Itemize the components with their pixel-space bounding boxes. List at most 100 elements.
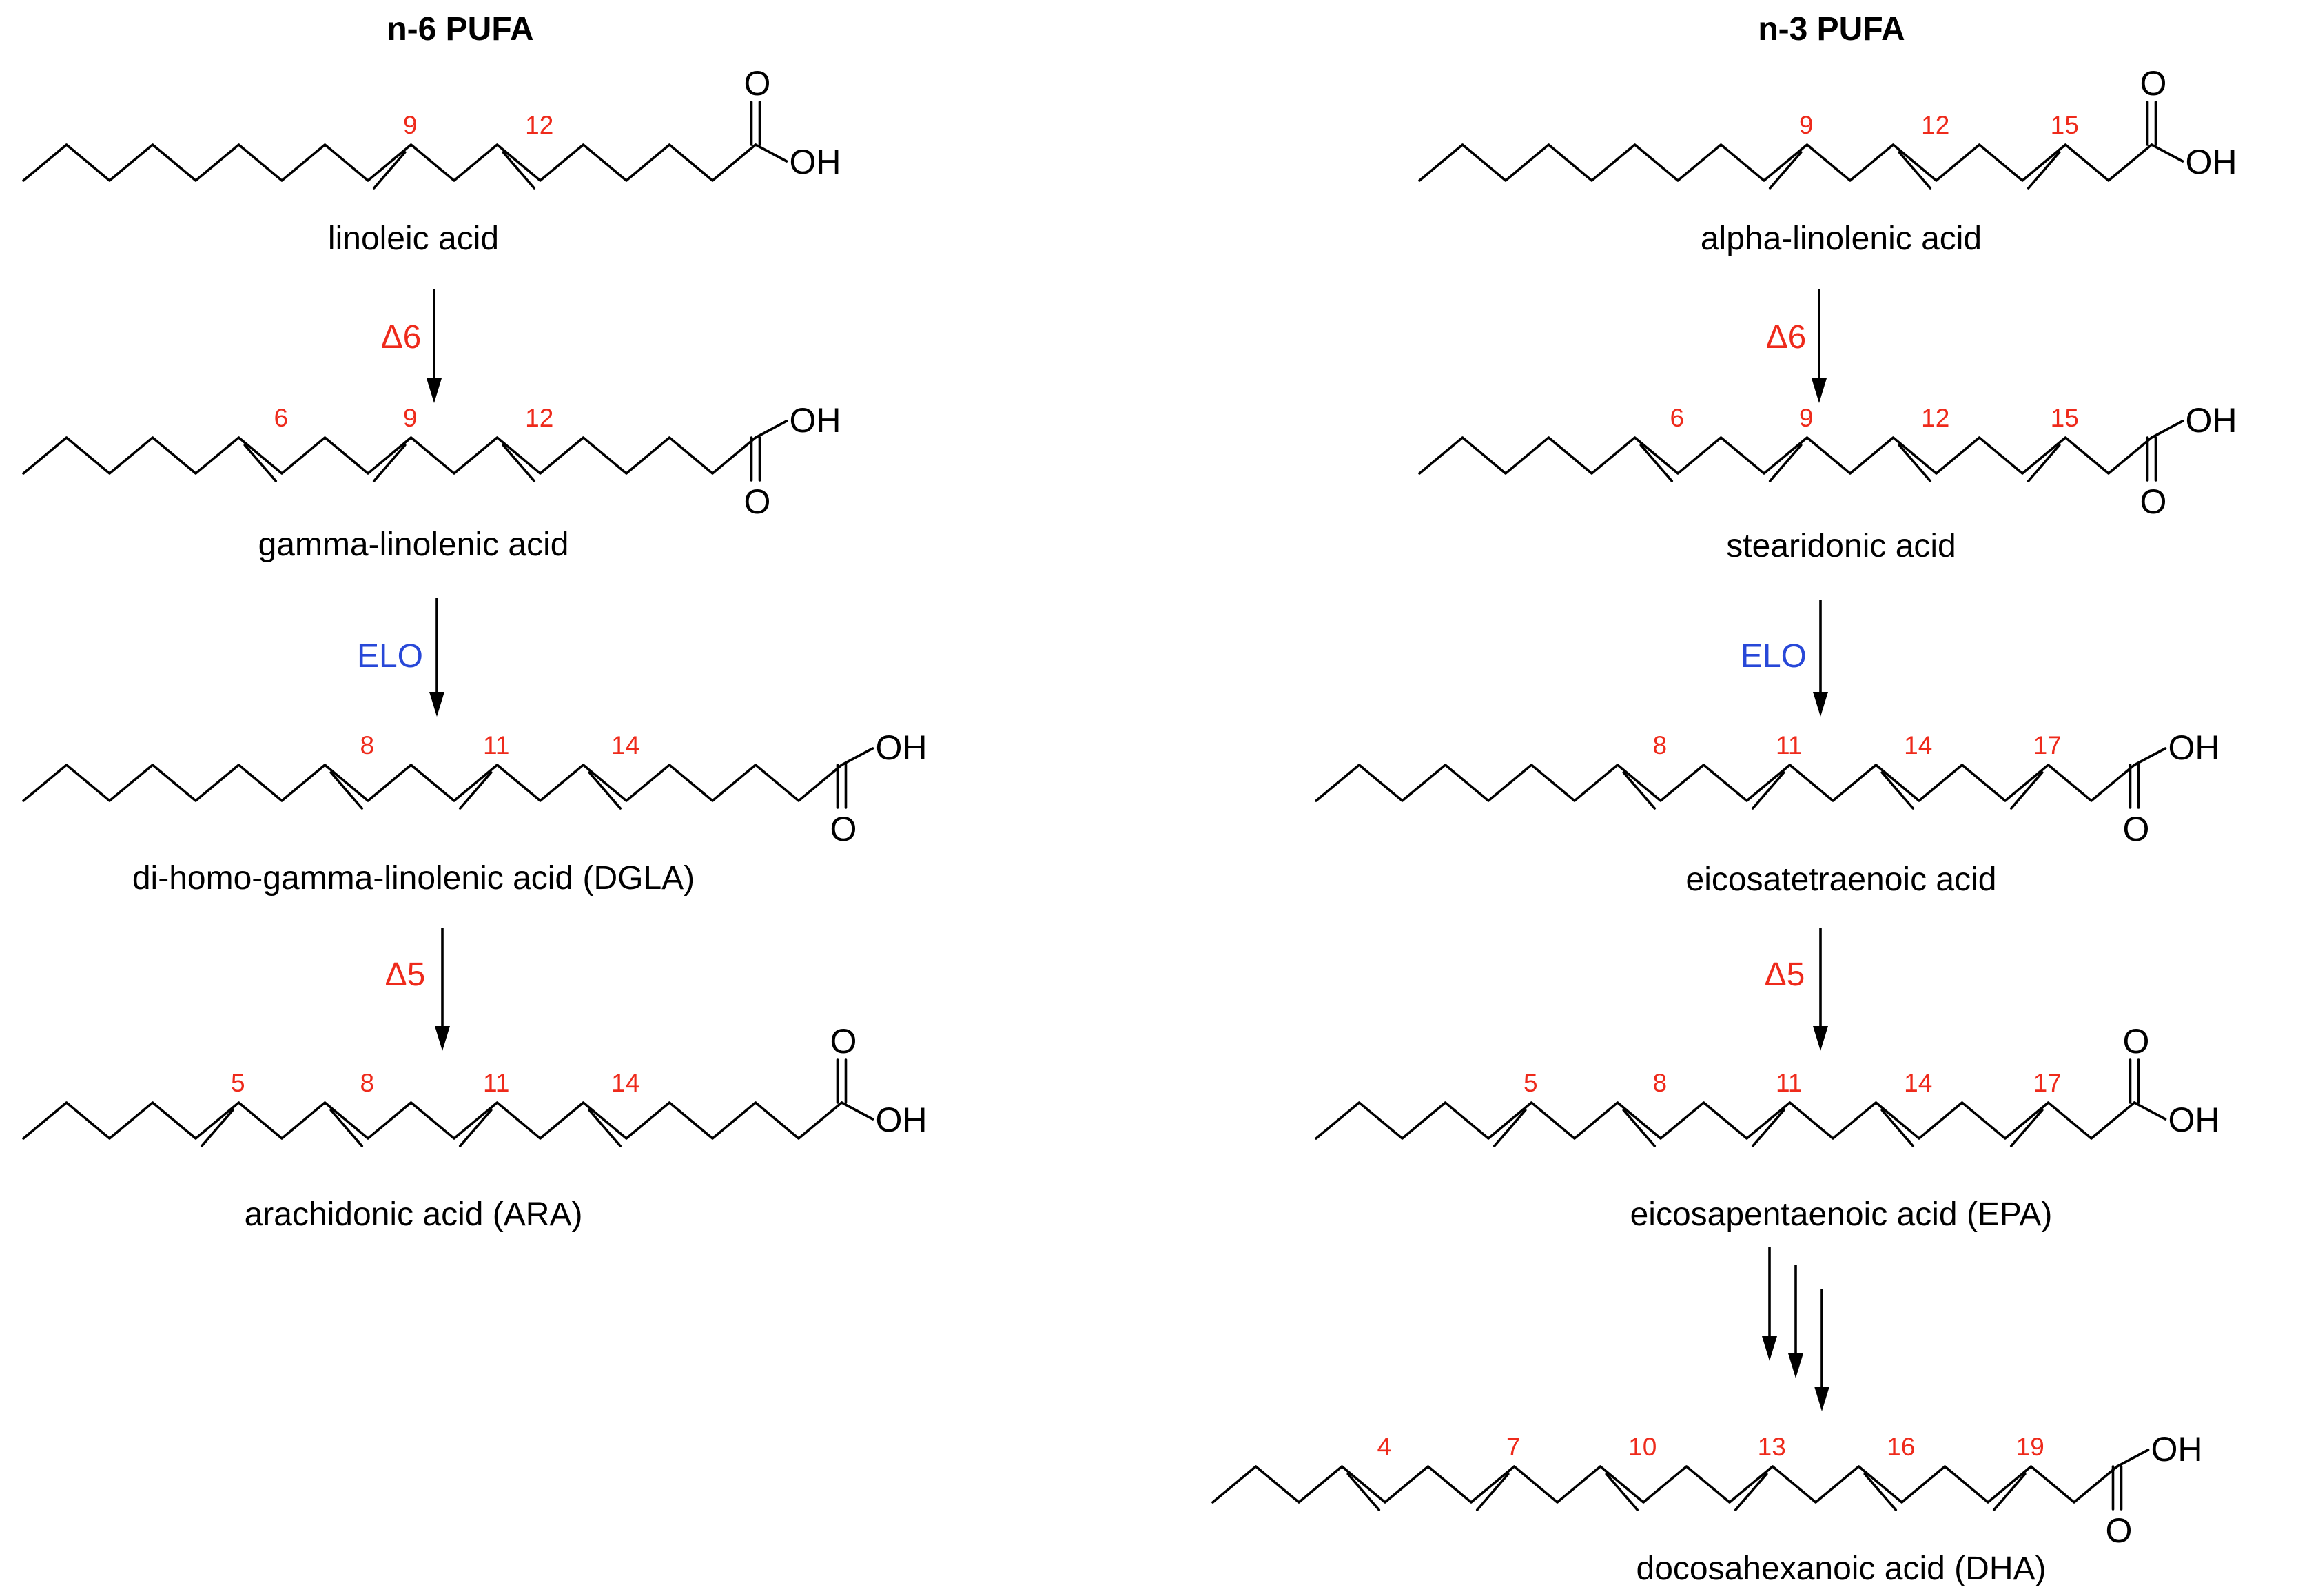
reaction-arrow	[435, 928, 450, 1051]
double-bond-locant: 11	[1776, 1069, 1802, 1097]
double-bond-locant: 12	[1921, 404, 1949, 432]
molecule-structure	[22, 1058, 874, 1147]
enzyme-label: Δ6	[381, 319, 422, 356]
double-bond-locant: 12	[1921, 111, 1949, 139]
multi-step-arrow	[1788, 1265, 1803, 1378]
carbonyl-oxygen-label: O	[2140, 64, 2167, 103]
double-bond-locant: 12	[525, 111, 553, 139]
double-bond-locant: 8	[1652, 731, 1667, 759]
double-bond-locant: 6	[1670, 404, 1684, 432]
double-bond-locant: 19	[2016, 1433, 2044, 1461]
molecule-name: alpha-linolenic acid	[1701, 221, 1982, 257]
enzyme-label: Δ5	[385, 956, 426, 993]
double-bond-locant: 4	[1377, 1433, 1391, 1461]
double-bond-locant: 13	[1758, 1433, 1786, 1461]
molecule-structure	[1315, 1058, 2167, 1147]
double-bond-locant: 17	[2033, 731, 2062, 759]
double-bond-line	[2027, 151, 2061, 190]
carbonyl-oxygen-label: O	[830, 1022, 857, 1061]
double-bond-line	[372, 444, 407, 482]
molecule-structure	[22, 101, 788, 190]
carbon-chain-bond	[1418, 436, 2153, 475]
double-bond-locant: 8	[360, 1069, 374, 1097]
molecule-structure	[1418, 420, 2184, 482]
double-bond-locant: 14	[611, 731, 639, 759]
molecule-structure	[22, 747, 874, 810]
double-bond-line	[1622, 771, 1657, 810]
reaction-arrow	[1813, 600, 1828, 717]
double-bond-line	[1863, 1473, 1898, 1511]
enzyme-label: ELO	[1741, 638, 1807, 675]
hydroxyl-label: OH	[2151, 1430, 2203, 1469]
double-bond-locant: 5	[231, 1069, 245, 1097]
hydroxyl-label: OH	[876, 728, 927, 767]
multi-step-arrow	[1814, 1289, 1829, 1411]
carbonyl-oxygen-label: O	[744, 482, 771, 521]
double-bond-line	[502, 151, 536, 190]
hydroxyl-label: OH	[2186, 143, 2237, 181]
double-bond-locant: 7	[1506, 1433, 1521, 1461]
double-bond-locant: 8	[1652, 1069, 1667, 1097]
double-bond-line	[1475, 1473, 1510, 1511]
molecule-structure	[22, 420, 788, 482]
double-bond-line	[2009, 1109, 2044, 1147]
double-bond-line	[329, 1109, 364, 1147]
reaction-arrow	[1813, 928, 1828, 1051]
molecule-name: eicosapentaenoic acid (EPA)	[1630, 1196, 2053, 1233]
double-bond-locant: 9	[403, 111, 418, 139]
double-bond-line	[502, 444, 536, 482]
double-bond-line	[1751, 1109, 1785, 1147]
reaction-arrow	[1812, 289, 1827, 403]
carbon-chain-bond	[1315, 764, 2136, 802]
double-bond-line	[1622, 1109, 1657, 1147]
molecule-name: eicosatetraenoic acid	[1686, 861, 1997, 898]
double-bond-line	[458, 1109, 493, 1147]
column-title-n3: n-3 PUFA	[1758, 11, 1905, 48]
double-bond-locant: 12	[525, 404, 553, 432]
carbonyl-oxygen-label: O	[830, 810, 857, 848]
molecule-name: arachidonic acid (ARA)	[245, 1196, 583, 1233]
double-bond-line	[1768, 151, 1803, 190]
double-bond-line	[588, 1109, 622, 1147]
enzyme-label: ELO	[357, 638, 423, 675]
double-bond-line	[1751, 771, 1785, 810]
hydroxyl-label: OH	[2168, 1101, 2220, 1139]
carbonyl-oxygen-label: O	[2140, 482, 2167, 521]
hydroxyl-label: OH	[876, 1101, 927, 1139]
carbonyl-oxygen-label: O	[2123, 810, 2150, 848]
double-bond-line	[1880, 771, 1915, 810]
carbon-chain-bond	[1211, 1465, 2119, 1504]
double-bond-locant: 5	[1524, 1069, 1538, 1097]
molecule-name: linoleic acid	[328, 221, 499, 257]
carbon-chain-bond	[22, 1101, 843, 1140]
reaction-arrow	[429, 598, 444, 717]
hydroxyl-label: OH	[2186, 401, 2237, 440]
double-bond-line	[1639, 444, 1674, 482]
double-bond-locant: 14	[611, 1069, 639, 1097]
double-bond-locant: 9	[1799, 111, 1814, 139]
double-bond-locant: 15	[2051, 111, 2079, 139]
enzyme-label: Δ6	[1766, 319, 1807, 356]
carbonyl-oxygen-label: O	[2106, 1511, 2133, 1550]
double-bond-line	[1992, 1473, 2027, 1511]
molecule-structure	[1211, 1449, 2150, 1511]
double-bond-line	[2009, 771, 2044, 810]
molecule-structure	[1315, 747, 2167, 810]
double-bond-line	[1768, 444, 1803, 482]
double-bond-line	[1734, 1473, 1768, 1511]
double-bond-line	[1880, 1109, 1915, 1147]
double-bond-line	[1493, 1109, 1527, 1147]
double-bond-locant: 11	[1776, 731, 1802, 759]
enzyme-label: Δ5	[1765, 956, 1805, 993]
double-bond-locant: 14	[1904, 1069, 1932, 1097]
molecule-name: gamma-linolenic acid	[258, 526, 569, 563]
double-bond-line	[372, 151, 407, 190]
double-bond-locant: 9	[1799, 404, 1814, 432]
molecule-name: stearidonic acid	[1726, 528, 1956, 564]
double-bond-line	[2027, 444, 2061, 482]
carbon-chain-bond	[1418, 143, 2153, 182]
carbon-chain-bond	[22, 764, 843, 802]
carbonyl-oxygen-label: O	[744, 64, 771, 103]
